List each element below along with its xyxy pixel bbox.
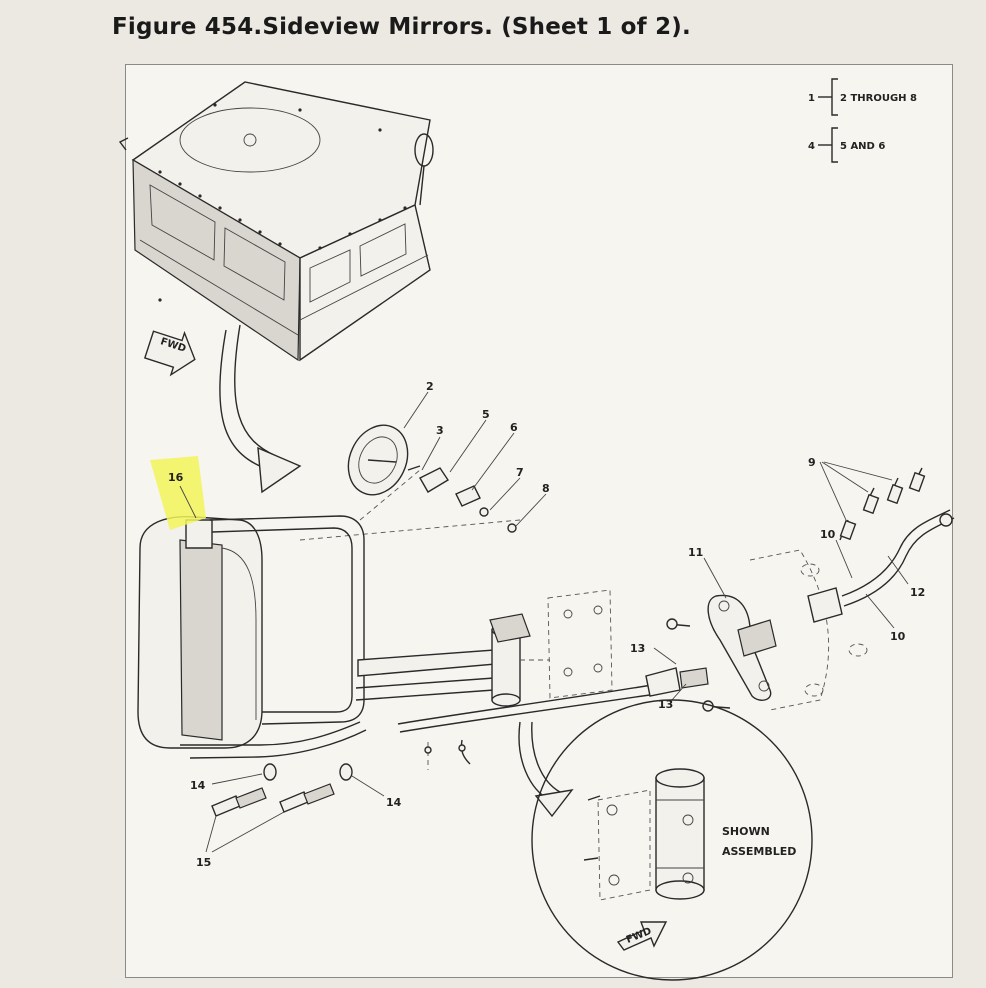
callout-11: 11 [688, 546, 703, 559]
mirror-fasteners [205, 763, 385, 853]
callout-3: 3 [436, 424, 444, 437]
callout-10-upper: 10 [820, 528, 836, 541]
mirror-assembly [137, 515, 613, 759]
shown-assembled-line1: SHOWN [722, 825, 770, 838]
vehicle-cab-drawing [118, 81, 434, 362]
assembled-detail [518, 699, 813, 981]
callout-13-lower: 13 [658, 698, 673, 711]
mirror-cable [397, 667, 709, 770]
fwd-arrow-icon: FWD [143, 330, 196, 377]
callout-14-right: 14 [386, 796, 402, 809]
callout-14-left: 14 [190, 779, 206, 792]
callout-10-lower: 10 [890, 630, 906, 643]
callout-7: 7 [516, 466, 524, 479]
callout-13-upper: 13 [630, 642, 645, 655]
callout-16: 16 [168, 471, 184, 484]
callout-8: 8 [542, 482, 550, 495]
legend-range-1: 2 THROUGH 8 [840, 93, 917, 104]
legend-ref-4: 4 [808, 141, 815, 152]
callout-2: 2 [426, 380, 434, 393]
callout-5: 5 [482, 408, 490, 421]
callout-6: 6 [510, 421, 518, 434]
mirror-head-parts [299, 391, 547, 541]
detail-arrow-icon [219, 324, 302, 494]
callout-15: 15 [196, 856, 211, 869]
legend: 1 2 THROUGH 8 4 5 AND 6 [808, 78, 917, 163]
legend-ref-1: 1 [808, 93, 815, 104]
figure-title: Figure 454.Sideview Mirrors. (Sheet 1 of… [112, 14, 691, 40]
callout-12: 12 [910, 586, 925, 599]
shown-assembled-line2: ASSEMBLED [722, 845, 796, 858]
callout-16-highlight [150, 456, 206, 530]
fwd-arrow-lower-icon: FWD [616, 921, 668, 951]
legend-range-5-6: 5 AND 6 [840, 141, 885, 152]
callout-9: 9 [808, 456, 816, 469]
